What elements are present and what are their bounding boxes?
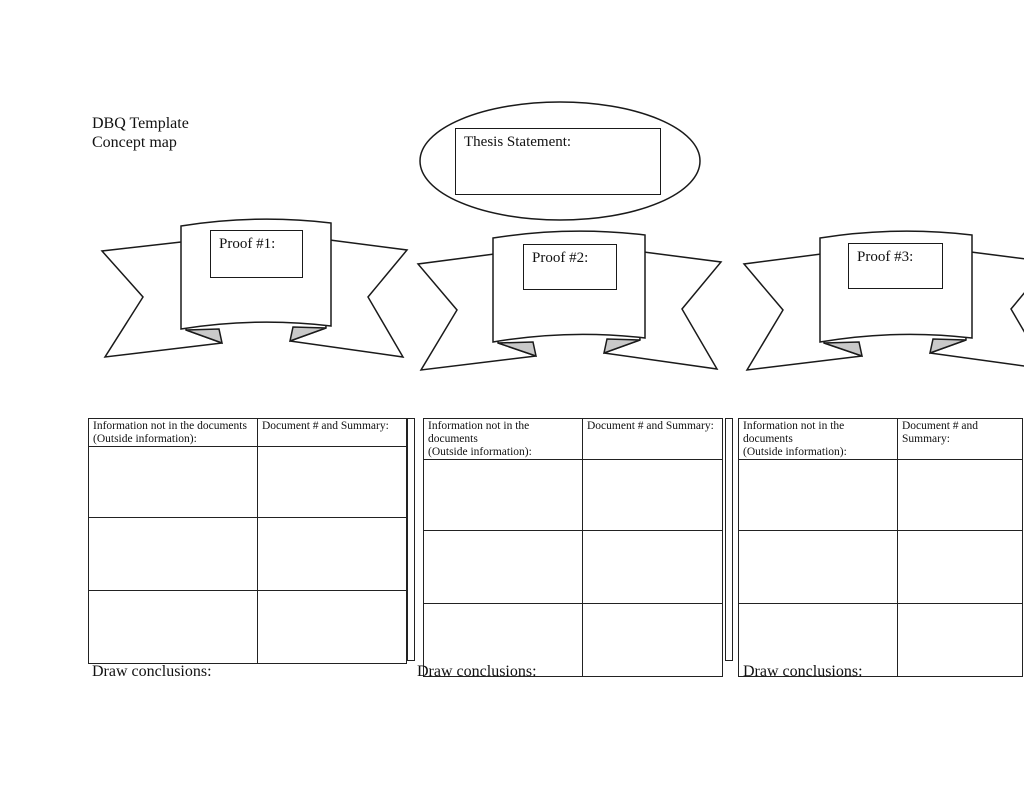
draw-conclusions-label-1: Draw conclusions: — [92, 663, 212, 680]
empty-cell[interactable] — [738, 603, 898, 677]
ribbon-fold-left — [497, 341, 538, 358]
proof-label-3: Proof #3: — [857, 249, 914, 265]
header-line: (Outside information): — [428, 446, 532, 458]
empty-cell[interactable] — [88, 590, 258, 664]
empty-cell[interactable] — [257, 517, 407, 591]
header-line: (Outside information): — [743, 446, 847, 458]
table-header-row: Information not in the documents (Outsid… — [423, 418, 723, 460]
table-row — [423, 603, 723, 677]
table-header-row: Information not in the documents (Outsid… — [88, 418, 407, 447]
empty-cell[interactable] — [257, 590, 407, 664]
header-line: Summary: — [902, 433, 950, 445]
outside-info-header-cell: Information not in the documents (Outsid… — [88, 418, 258, 447]
header-line: Information not in the documents — [428, 420, 530, 445]
proof-box-1[interactable]: Proof #1: — [210, 230, 303, 278]
table-spacer — [407, 418, 415, 661]
table-row — [738, 603, 1023, 677]
draw-conclusions-label-3: Draw conclusions: — [743, 663, 863, 680]
dbq-table-3: Information not in the documents (Outsid… — [738, 418, 1023, 677]
empty-cell[interactable] — [257, 446, 407, 518]
outside-info-header-cell: Information not in the documents (Outsid… — [738, 418, 898, 460]
document-title: DBQ Template Concept map — [92, 114, 189, 152]
table-row — [88, 590, 407, 664]
header-line: Document # and Summary: — [587, 420, 714, 432]
title-line-1: DBQ Template — [92, 115, 189, 132]
empty-cell[interactable] — [88, 517, 258, 591]
header-line: (Outside information): — [93, 433, 197, 445]
empty-cell[interactable] — [423, 459, 583, 531]
proof-label-1: Proof #1: — [219, 236, 276, 252]
outside-info-header-cell: Information not in the documents (Outsid… — [423, 418, 583, 460]
table-spacer — [725, 418, 733, 661]
header-line: Information not in the documents — [93, 420, 247, 432]
table-row — [88, 517, 407, 591]
dbq-table-1: Information not in the documents (Outsid… — [88, 418, 407, 664]
document-summary-header-cell: Document # and Summary: — [582, 418, 723, 460]
thesis-statement-label: Thesis Statement: — [464, 134, 572, 150]
empty-cell[interactable] — [738, 459, 898, 531]
proof-label-2: Proof #2: — [532, 250, 589, 266]
empty-cell[interactable] — [423, 530, 583, 604]
title-line-2: Concept map — [92, 134, 177, 151]
proof-box-3[interactable]: Proof #3: — [848, 243, 943, 289]
empty-cell[interactable] — [897, 459, 1023, 531]
ribbon-fold-right — [602, 338, 641, 355]
header-line: Document # and — [902, 420, 979, 432]
proof-box-2[interactable]: Proof #2: — [523, 244, 617, 290]
thesis-statement-box[interactable]: Thesis Statement: — [455, 128, 661, 195]
empty-cell[interactable] — [897, 530, 1023, 604]
ribbon-fold-right — [928, 338, 967, 355]
ribbon-fold-right — [288, 326, 327, 343]
table-row — [738, 530, 1023, 604]
empty-cell[interactable] — [582, 530, 723, 604]
empty-cell[interactable] — [423, 603, 583, 677]
document-summary-header-cell: Document # and Summary: — [257, 418, 407, 447]
empty-cell[interactable] — [897, 603, 1023, 677]
empty-cell[interactable] — [582, 603, 723, 677]
table-row — [423, 530, 723, 604]
table-header-row: Information not in the documents (Outsid… — [738, 418, 1023, 460]
header-line: Document # and Summary: — [262, 420, 389, 432]
document-summary-header-cell: Document # and Summary: — [897, 418, 1023, 460]
dbq-table-2: Information not in the documents (Outsid… — [423, 418, 723, 677]
table-row — [738, 459, 1023, 531]
empty-cell[interactable] — [88, 446, 258, 518]
header-line: Information not in the documents — [743, 420, 845, 445]
ribbon-fold-left — [823, 341, 864, 358]
table-row — [423, 459, 723, 531]
table-row — [88, 446, 407, 518]
empty-cell[interactable] — [738, 530, 898, 604]
draw-conclusions-label-2: Draw conclusions: — [417, 663, 537, 680]
empty-cell[interactable] — [582, 459, 723, 531]
ribbon-fold-left — [185, 328, 224, 345]
